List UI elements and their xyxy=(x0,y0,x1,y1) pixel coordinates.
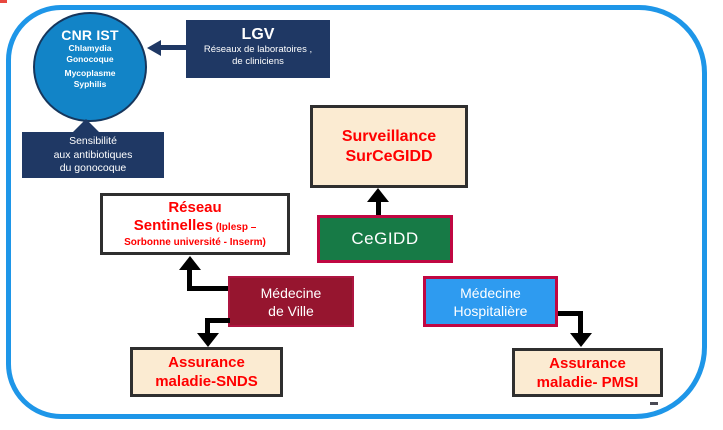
sensibilite-pointer-icon xyxy=(72,119,100,133)
arrow-hosp-to-pmsi-hline xyxy=(558,311,583,316)
node-lgv: LGV Réseaux de laboratoires , de clinici… xyxy=(186,20,330,78)
node-cnr-ist: CNR IST Chlamydia Gonocoque Mycoplasme S… xyxy=(33,12,147,122)
diagram-frame xyxy=(6,5,707,419)
node-assurance-maladie-pmsi: Assurance maladie- PMSI xyxy=(512,348,663,397)
arrow-ville-to-snds-head-icon xyxy=(197,333,219,347)
artifact-bottom-right-dash xyxy=(650,402,658,405)
sentinelles-affiliation-start: (Iplesp – xyxy=(212,222,257,233)
assurance-pmsi-line2: maladie- PMSI xyxy=(536,373,639,391)
arrow-hosp-to-pmsi-head-icon xyxy=(570,333,592,347)
arrow-ville-to-sentinelles-hline xyxy=(187,286,228,291)
assurance-snds-line2: maladie-SNDS xyxy=(155,373,258,390)
sensibilite-line1: Sensibilité xyxy=(69,135,117,147)
artifact-top-left xyxy=(0,0,7,3)
sentinelles-name: Sentinelles xyxy=(133,217,213,234)
lgv-subtitle-line1: Réseaux de laboratoires , xyxy=(203,44,313,55)
cnr-item-syphilis: Syphilis xyxy=(73,78,107,89)
surveillance-line1: Surveillance xyxy=(341,127,437,145)
cegidd-label: CeGIDD xyxy=(351,229,419,248)
assurance-pmsi-line1: Assurance xyxy=(549,354,626,372)
arrow-ville-to-sentinelles-vline xyxy=(187,269,192,290)
arrow-hosp-to-pmsi-vline xyxy=(578,311,583,334)
node-reseau-sentinelles: Réseau Sentinelles (Iplesp – Sorbonne un… xyxy=(100,193,290,255)
surveillance-line2: SurCeGIDD xyxy=(345,147,433,165)
node-assurance-maladie-snds: Assurance maladie-SNDS xyxy=(130,347,283,397)
sentinelles-affiliation-end: Sorbonne université - Inserm) xyxy=(124,237,266,248)
medecine-ville-line2: de Ville xyxy=(268,302,314,319)
sentinelles-line2: Sentinelles (Iplesp – xyxy=(103,217,287,237)
node-cegidd: CeGIDD xyxy=(317,215,453,263)
arrow-lgv-to-cnr-line xyxy=(160,45,188,50)
node-medecine-hospitaliere: Médecine Hospitalière xyxy=(423,276,558,327)
cnr-ist-title: CNR IST xyxy=(61,27,119,43)
medecine-hospitaliere-line2: Hospitalière xyxy=(453,302,528,319)
lgv-title: LGV xyxy=(241,26,275,43)
cnr-item-mycoplasme: Mycoplasme xyxy=(64,68,116,78)
node-surveillance-surcegidd: Surveillance SurCeGIDD xyxy=(310,105,468,188)
sensibilite-line2: aux antibiotiques xyxy=(53,148,133,161)
arrow-ville-to-sentinelles-head-icon xyxy=(179,256,201,270)
node-sensibilite: Sensibilité aux antibiotiques du gonocoq… xyxy=(22,132,164,178)
medecine-ville-line1: Médecine xyxy=(260,284,322,301)
lgv-subtitle-line2: de cliniciens xyxy=(232,55,284,67)
arrow-ville-to-snds-vline xyxy=(205,318,210,334)
cnr-item-chlamydia: Chlamydia xyxy=(68,43,112,53)
medecine-hospitaliere-line1: Médecine xyxy=(460,284,521,301)
sentinelles-line1: Réseau xyxy=(168,199,222,216)
arrow-ville-to-snds-hline xyxy=(205,318,230,323)
arrow-cegidd-to-surveillance-line xyxy=(376,200,381,215)
sensibilite-line3: du gonocoque xyxy=(59,162,127,174)
arrow-cegidd-to-surveillance-head-icon xyxy=(367,188,389,202)
assurance-snds-line1: Assurance xyxy=(168,354,245,371)
cnr-item-gonocoque: Gonocoque xyxy=(66,53,114,64)
arrow-lgv-to-cnr-head-icon xyxy=(147,39,161,56)
node-medecine-de-ville: Médecine de Ville xyxy=(228,276,354,327)
